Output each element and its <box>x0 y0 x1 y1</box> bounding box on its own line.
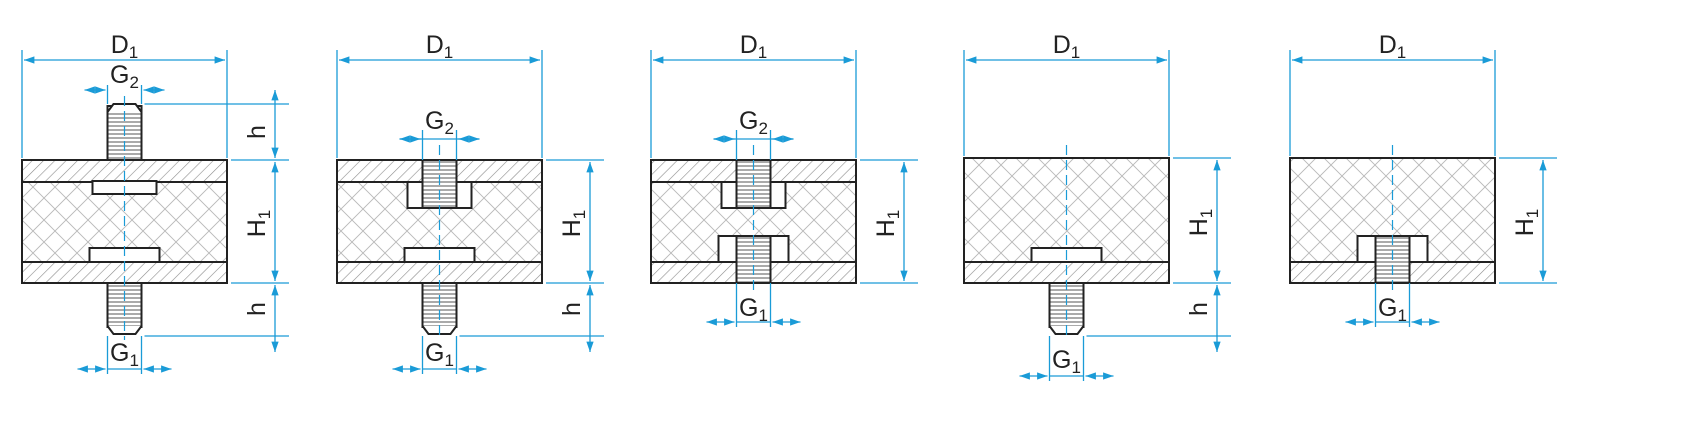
label-G1: G1 <box>1378 294 1407 325</box>
label-h: h <box>558 302 586 316</box>
label-H1: H1 <box>872 210 903 238</box>
label-G1: G1 <box>110 339 139 370</box>
label-G2: G2 <box>110 61 139 92</box>
label-h: h <box>243 125 271 139</box>
label-H1: H1 <box>1511 209 1542 237</box>
label-G1: G1 <box>1052 346 1081 377</box>
label-G1: G1 <box>739 294 768 325</box>
label-D1: D1 <box>1379 31 1407 62</box>
label-H1: H1 <box>243 210 274 238</box>
bottom-stud <box>106 282 143 328</box>
label-D1: D1 <box>426 31 454 62</box>
label-G1: G1 <box>425 339 454 370</box>
label-H1: H1 <box>558 210 589 238</box>
label-G2: G2 <box>425 107 454 138</box>
label-h: h <box>1185 302 1213 316</box>
label-D1: D1 <box>111 31 139 62</box>
label-D1: D1 <box>1053 31 1081 62</box>
label-H1: H1 <box>1185 209 1216 237</box>
label-D1: D1 <box>740 31 768 62</box>
label-G2: G2 <box>739 107 768 138</box>
label-h: h <box>243 302 271 316</box>
